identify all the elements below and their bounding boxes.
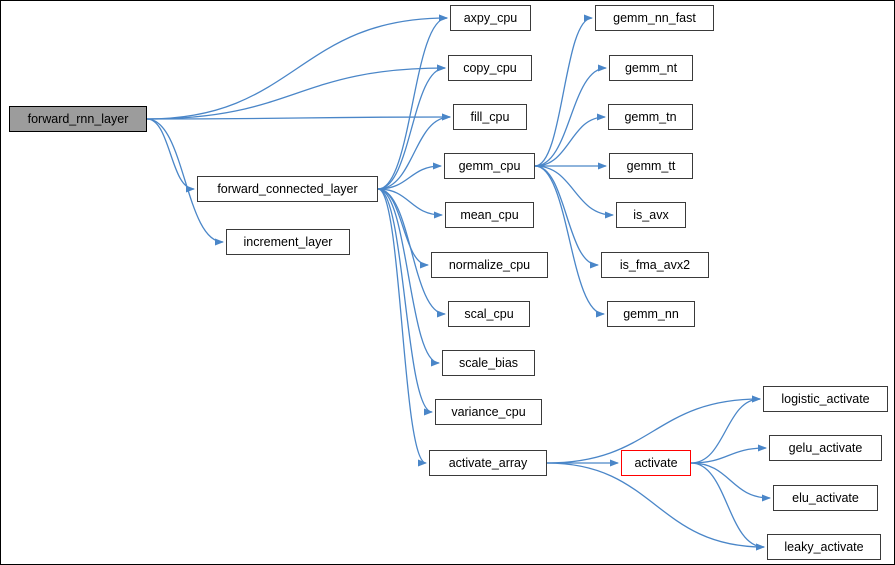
edge-gemm_cpu-to-is_avx [534, 165, 614, 219]
node-logistic_activate[interactable]: logistic_activate [763, 386, 888, 412]
edge-gemm_cpu-to-gemm_tn [534, 113, 606, 167]
edge-activate-to-gelu_activate [690, 444, 767, 464]
node-increment_layer[interactable]: increment_layer [226, 229, 350, 255]
edge-forward_rnn_layer-to-copy_cpu [146, 64, 446, 120]
edge-forward_connected_layer-to-scale_bias [377, 188, 440, 367]
edge-activate-to-elu_activate [690, 462, 771, 502]
edge-forward_connected_layer-to-normalize_cpu [377, 188, 429, 269]
node-elu_activate[interactable]: elu_activate [773, 485, 878, 511]
node-normalize_cpu[interactable]: normalize_cpu [431, 252, 548, 278]
edge-forward_connected_layer-to-fill_cpu [377, 113, 451, 190]
node-scale_bias[interactable]: scale_bias [442, 350, 535, 376]
node-gemm_nn[interactable]: gemm_nn [607, 301, 695, 327]
node-gemm_tn[interactable]: gemm_tn [608, 104, 693, 130]
node-fill_cpu[interactable]: fill_cpu [453, 104, 527, 130]
edge-forward_connected_layer-to-variance_cpu [377, 188, 433, 416]
node-activate_array[interactable]: activate_array [429, 450, 547, 476]
edge-forward_connected_layer-to-copy_cpu [377, 64, 446, 190]
node-scal_cpu[interactable]: scal_cpu [448, 301, 530, 327]
node-copy_cpu[interactable]: copy_cpu [448, 55, 532, 81]
edge-activate-to-logistic_activate [690, 395, 761, 464]
edge-forward_rnn_layer-to-fill_cpu [146, 113, 451, 121]
node-forward_rnn_layer[interactable]: forward_rnn_layer [9, 106, 147, 132]
edge-forward_rnn_layer-to-axpy_cpu [146, 14, 448, 120]
node-variance_cpu[interactable]: variance_cpu [435, 399, 542, 425]
node-activate[interactable]: activate [621, 450, 691, 476]
node-axpy_cpu[interactable]: axpy_cpu [450, 5, 531, 31]
edge-forward_connected_layer-to-axpy_cpu [377, 14, 448, 190]
edge-gemm_cpu-to-gemm_nn_fast [534, 14, 593, 167]
node-leaky_activate[interactable]: leaky_activate [767, 534, 881, 560]
node-gemm_cpu[interactable]: gemm_cpu [444, 153, 535, 179]
node-gemm_nt[interactable]: gemm_nt [609, 55, 693, 81]
edge-forward_connected_layer-to-activate_array [377, 188, 427, 467]
node-is_fma_avx2[interactable]: is_fma_avx2 [601, 252, 709, 278]
node-gemm_tt[interactable]: gemm_tt [609, 153, 693, 179]
node-gemm_nn_fast[interactable]: gemm_nn_fast [595, 5, 714, 31]
node-forward_connected_layer[interactable]: forward_connected_layer [197, 176, 378, 202]
node-mean_cpu[interactable]: mean_cpu [445, 202, 534, 228]
edge-forward_connected_layer-to-gemm_cpu [377, 162, 442, 190]
edge-gemm_cpu-to-gemm_nt [534, 64, 607, 167]
node-gelu_activate[interactable]: gelu_activate [769, 435, 882, 461]
edge-gemm_cpu-to-gemm_nn [534, 165, 605, 318]
edge-activate-to-leaky_activate [690, 462, 765, 551]
node-is_avx[interactable]: is_avx [616, 202, 686, 228]
edge-gemm_cpu-to-is_fma_avx2 [534, 165, 599, 269]
edge-forward_connected_layer-to-mean_cpu [377, 188, 443, 219]
edge-forward_rnn_layer-to-forward_connected_layer [146, 118, 195, 193]
